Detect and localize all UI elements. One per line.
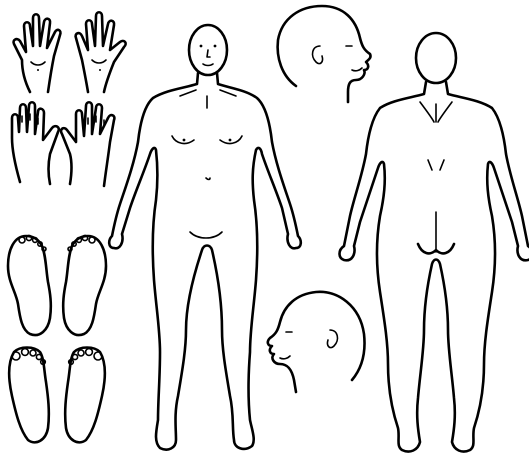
left-sole-icon [8,235,51,335]
right-sole-icon [63,235,106,335]
body-back-icon [340,33,529,452]
body-front [109,25,301,450]
left-foot-top-icon [9,348,49,443]
feet-tops [9,348,105,443]
hands-palms [14,12,126,92]
feet-soles [8,235,106,335]
body-front-icon [109,25,301,450]
head-profile-right-icon [278,6,371,102]
body-back [340,33,529,452]
left-hand-back-icon [12,102,59,184]
left-palm-icon [14,14,61,92]
right-palm-icon [76,12,126,92]
right-hand-back-icon [61,102,114,186]
head-profile-left [268,292,365,392]
hands-backs [12,102,114,186]
back-head [416,33,456,83]
right-foot-top-icon [65,348,105,443]
head-profile-right [278,6,371,102]
head-profile-left-icon [268,292,365,392]
